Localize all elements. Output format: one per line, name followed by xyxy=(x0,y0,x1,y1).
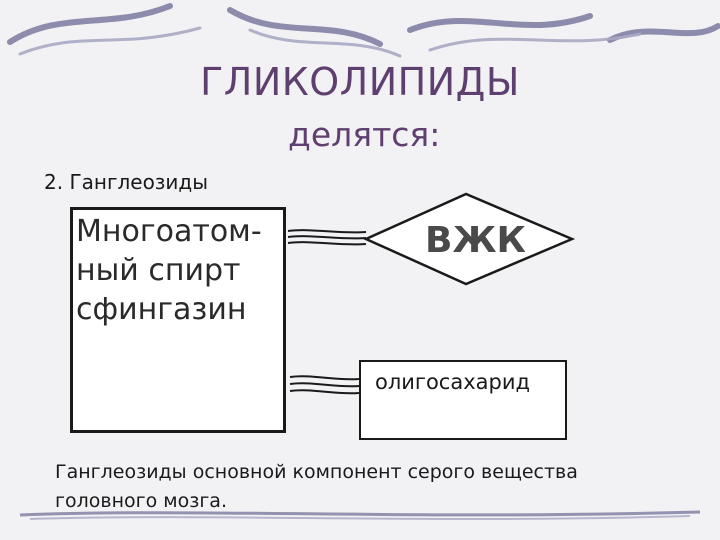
oligosaccharide-box xyxy=(359,360,567,440)
vzhk-diamond xyxy=(362,192,576,286)
alcohol-box-label: Многоатом-ный спирт сфингазин xyxy=(76,214,262,327)
slide-subtitle: делятся: xyxy=(288,115,441,154)
footer-note: Ганглеозиды основной компонент серого ве… xyxy=(55,461,578,512)
oligosaccharide-label: олигосахарид xyxy=(375,370,531,394)
alcohol-box xyxy=(70,207,286,433)
slide-title: ГЛИКОЛИПИДЫ xyxy=(200,60,520,104)
section-heading: 2. Ганглеозиды xyxy=(44,170,209,194)
vzhk-label: ВЖК xyxy=(425,220,526,261)
decorative-header xyxy=(7,3,720,58)
